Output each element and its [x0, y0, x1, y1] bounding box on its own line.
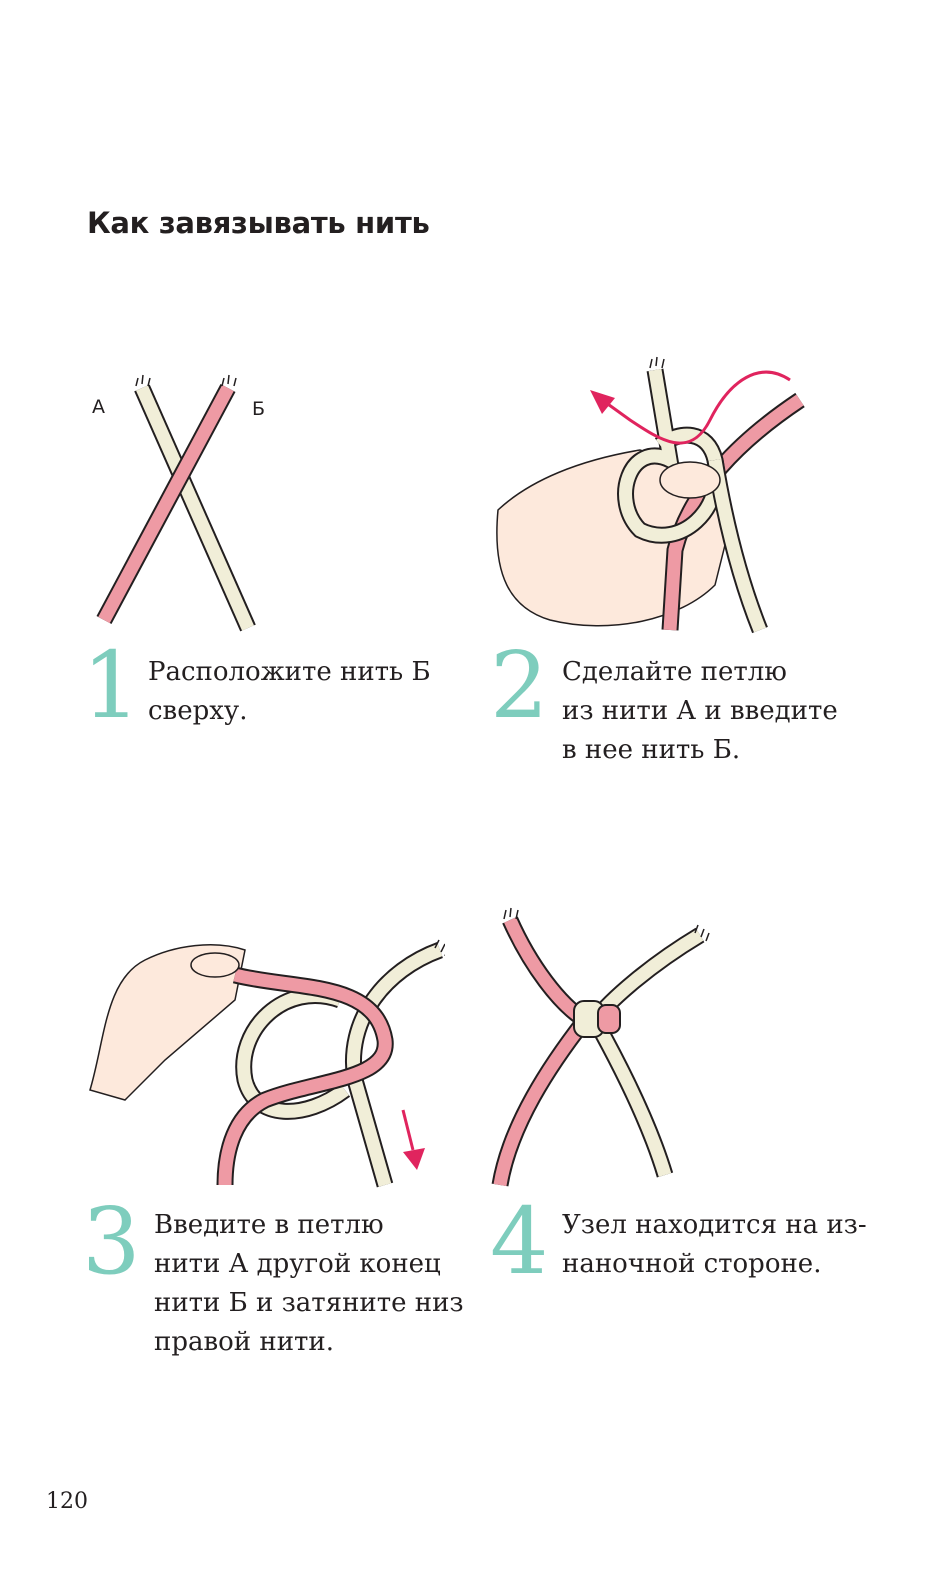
page-title: Как завязывать нить — [87, 206, 430, 240]
cream-thread-a — [584, 927, 705, 1178]
step-number-3: 3 — [82, 1188, 141, 1295]
step-text-4: Узел находится на из- наночной стороне. — [562, 1210, 867, 1279]
step-3-illustration — [89, 939, 445, 1188]
thread-label-b: Б — [252, 398, 266, 420]
thumb-shape — [190, 952, 240, 978]
cream-thread-a — [134, 384, 256, 632]
red-guide-arrow — [401, 1109, 415, 1151]
step-text-3: Введите в петлю нити А другой конец нити… — [154, 1210, 464, 1357]
hand-shape — [89, 944, 246, 1101]
step-4-illustration — [491, 907, 710, 1187]
pink-thread-b — [96, 383, 236, 625]
step-text-2: Сделайте петлю из нити А и введите в нее… — [562, 657, 838, 765]
step-number-1: 1 — [82, 632, 141, 739]
step-number-4: 4 — [490, 1188, 549, 1295]
step-number-2: 2 — [490, 632, 549, 739]
thread-label-a: А — [92, 396, 105, 418]
red-guide-arrow — [604, 370, 791, 445]
thumb-shape — [659, 461, 721, 499]
step-text-1: Расположите нить Б сверху. — [148, 657, 431, 726]
step-2-illustration — [496, 356, 805, 634]
pink-thread-b — [491, 916, 598, 1187]
page-number: 120 — [46, 1489, 88, 1514]
pink-thread-b — [216, 966, 394, 1186]
step-1-illustration — [96, 374, 256, 632]
